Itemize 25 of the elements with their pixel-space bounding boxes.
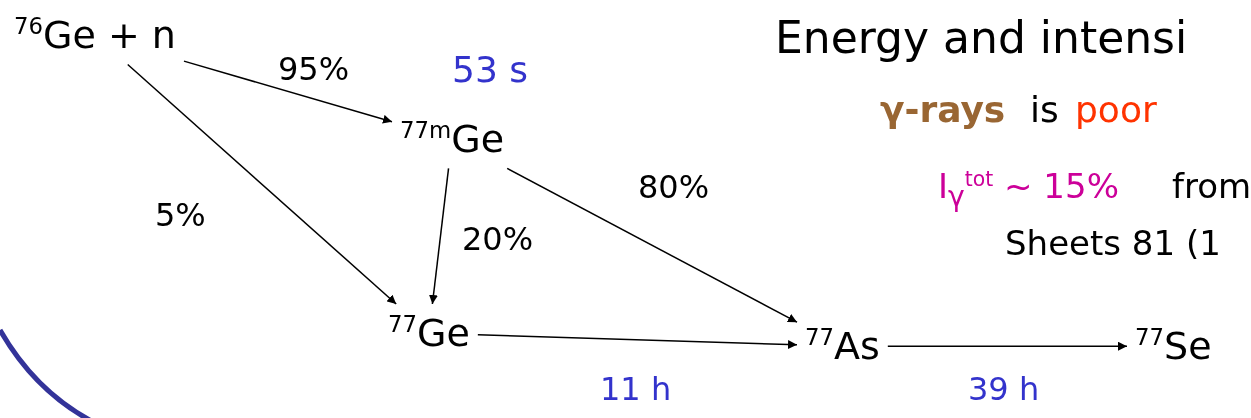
- arrow: [429, 167, 450, 305]
- edge-label: 5%: [155, 198, 206, 234]
- note-text: I$_{γ}$$^{tot}$ ~ 15%: [938, 168, 1119, 213]
- half-life-label: 53 s: [452, 50, 528, 90]
- edge-label: 80%: [638, 170, 710, 206]
- arrow: [183, 60, 393, 124]
- nuclide-label: $^{77}$Se: [1135, 325, 1212, 368]
- note-text: from: [1172, 168, 1251, 206]
- nuclide-label: $^{76}$Ge + n: [14, 14, 176, 57]
- note-text: poor: [1075, 90, 1157, 130]
- arrow: [477, 334, 798, 349]
- arrow: [887, 341, 1128, 351]
- edge-label: 20%: [462, 222, 534, 258]
- nuclide-label: $^{77}$As: [805, 325, 880, 368]
- edge-label: 11 h: [600, 372, 672, 408]
- note-text: is: [1030, 90, 1059, 130]
- edge-label: 39 h: [968, 372, 1040, 408]
- note-text: γ-rays: [880, 90, 1006, 130]
- edge-label: 95%: [278, 52, 350, 88]
- note-text: Sheets 81 (1: [1005, 225, 1221, 263]
- nuclide-label: $^{77m}$Ge: [400, 118, 505, 161]
- arrow: [506, 167, 798, 323]
- nuclide-label: $^{77}$Ge: [388, 312, 470, 355]
- arrow: [126, 63, 397, 305]
- note-text: Energy and intensi: [775, 14, 1188, 63]
